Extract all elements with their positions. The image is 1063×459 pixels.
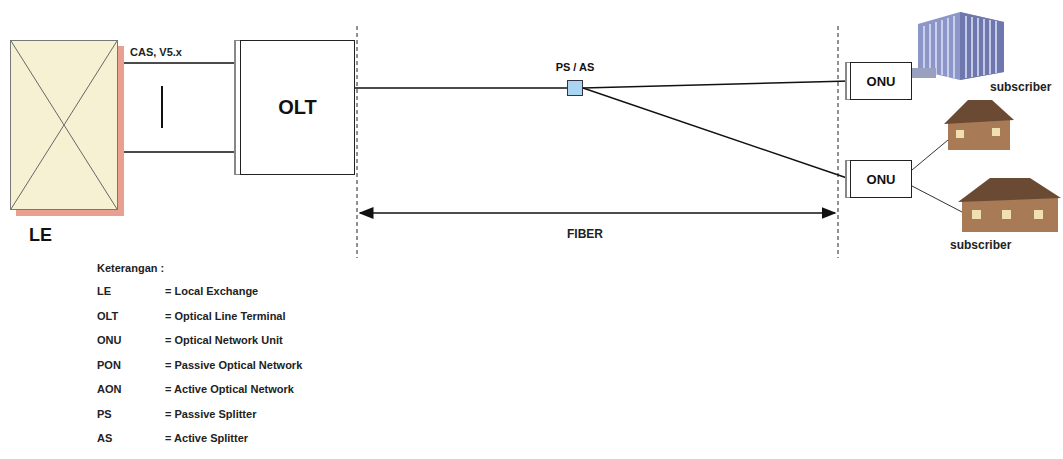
- legend-note: = Optical Network Unit: [165, 334, 283, 346]
- span-arrow: [360, 212, 835, 214]
- link-label: CAS, V5.x: [128, 46, 184, 58]
- separator-bar: [161, 86, 163, 128]
- legend-note: = Local Exchange: [165, 285, 258, 297]
- fiber-link: [355, 87, 567, 89]
- legend-note: = Active Optical Network: [165, 383, 294, 395]
- subscriber-label: subscriber: [990, 80, 1051, 94]
- cross-symbol: [11, 41, 117, 209]
- fiber-link: [583, 88, 850, 179]
- subscriber-label: subscriber: [950, 238, 1011, 252]
- legend-note: = Passive Optical Network: [165, 359, 302, 371]
- house-icon: [944, 100, 1014, 150]
- node-label: ONU: [867, 74, 896, 89]
- legend-note: PS: [97, 408, 112, 420]
- legend-note: ONU: [97, 334, 121, 346]
- drop-wire: [912, 140, 948, 170]
- node-label: LE: [29, 225, 52, 246]
- network-unit-box: ONU: [850, 160, 912, 198]
- legend-note: = Optical Line Terminal: [165, 310, 286, 322]
- legend-note: AON: [97, 383, 121, 395]
- drop-wire: [912, 186, 962, 212]
- fiber-link: [583, 81, 850, 88]
- building-icon: [912, 12, 1004, 80]
- boundary-line: [357, 26, 358, 258]
- fiber-link: [118, 63, 240, 152]
- span-label: FIBER: [567, 227, 603, 241]
- legend-note: Keterangan :: [97, 262, 164, 274]
- legend-note: = Active Splitter: [165, 432, 248, 444]
- legend-note: PON: [97, 359, 121, 371]
- node-label: ONU: [867, 172, 896, 187]
- node-label: PS / AS: [556, 61, 595, 73]
- terminal-box: OLT: [240, 40, 355, 175]
- legend-note: = Passive Splitter: [165, 408, 256, 420]
- network-unit-box: ONU: [850, 62, 912, 100]
- legend-note: AS: [97, 432, 112, 444]
- legend-note: OLT: [97, 310, 118, 322]
- splitter-box: PS / AS: [567, 80, 583, 96]
- house-icon: [958, 178, 1061, 232]
- boundary-line: [838, 26, 839, 258]
- legend-note: LE: [97, 285, 111, 297]
- node-label: OLT: [278, 96, 317, 119]
- exchange-box: LE: [10, 40, 118, 210]
